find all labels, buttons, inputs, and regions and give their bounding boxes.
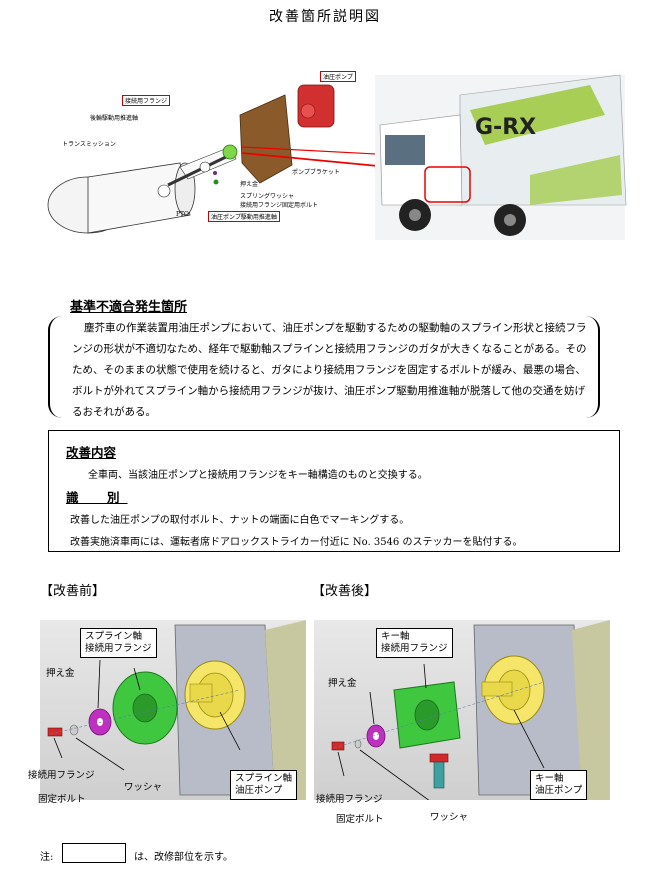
defect-heading: 基準不適合発生箇所 [70,300,188,315]
note-label: 注: [40,852,54,863]
after-illustration [314,620,610,800]
after-flange-callout: キー軸 接続用フランジ [376,628,453,658]
before-bolt-label-2: 固定ボルト [38,794,86,805]
after-bolt-label-2: 固定ボルト [336,814,384,825]
identification-heading: 識 別 [66,490,128,505]
identification-line-1: 改善した油圧ポンプの取付ボルト、ナットの端面に白色でマーキングする。 [70,515,410,526]
improvement-box [48,430,620,552]
label-rear-drive-shaft: 後輪駆動用推進軸 [90,115,139,122]
improvement-body: 全車両、当該油圧ポンプと接続用フランジをキー軸構造のものと交換する。 [88,470,428,481]
after-pump-callout-line-2: 油圧ポンプ [535,785,583,796]
defect-body: 塵芥車の作業装置用油圧ポンプにおいて、油圧ポンプを駆動するための駆動軸のスプライ… [72,318,592,423]
page-title: 改善箇所説明図 [269,9,381,25]
defect-bracket-frame [48,316,600,418]
exploded-diagram: 油圧ポンプ 接続用フランジ 後輪駆動用推進軸 トランスミッション ポンプブラケッ… [30,55,630,240]
after-flange-callout-line-1: キー軸 [381,631,410,642]
after-retainer-label: 押え金 [328,678,357,689]
before-flange-callout: スプライン軸 接続用フランジ [80,628,157,658]
note-text: は、改修部位を示す。 [134,852,233,863]
note-legend-box [62,843,126,863]
before-flange-callout-line-1: スプライン軸 [85,631,143,642]
improvement-heading: 改善内容 [66,445,117,460]
after-washer-label: ワッシャ [430,812,469,823]
after-label: 【改善後】 [312,584,378,599]
label-pto: PTO [176,211,189,218]
defect-body-text: 塵芥車の作業装置用油圧ポンプにおいて、油圧ポンプを駆動するための駆動軸のスプライ… [72,322,587,418]
after-flange-callout-line-2: 接続用フランジ [381,643,448,654]
after-bolt-label-1: 接続用フランジ [316,794,383,805]
after-panel: キー軸 接続用フランジ 押え金 キー軸 油圧ポンプ [314,620,610,800]
before-label: 【改善前】 [40,584,106,599]
after-pump-callout: キー軸 油圧ポンプ [530,770,588,800]
identification-line-2: 改善実施済車両には、運転者席ドアロックストライカー付近に No. 3546 のス… [70,537,523,548]
label-pump-drive-shaft: 油圧ポンプ駆動用推進軸 [208,211,280,222]
before-illustration [40,620,306,800]
truck-logo: G-RX [475,115,537,140]
label-hydraulic-pump: 油圧ポンプ [320,71,356,82]
before-pump-callout-line-1: スプライン軸 [235,773,293,784]
label-flange-bolt: 接続用フランジ固定用ボルト [240,202,319,209]
label-retainer: 押え金 [240,181,259,188]
before-pump-callout-line-2: 油圧ポンプ [235,785,283,796]
label-spring-washer: スプリングワッシャ [240,193,295,200]
label-pump-bracket: ポンプブラケット [292,169,340,176]
before-pump-callout: スプライン軸 油圧ポンプ [230,770,298,800]
before-washer-label: ワッシャ [124,782,163,793]
before-retainer-label: 押え金 [46,668,75,679]
drivetrain-illustration [47,74,627,240]
after-pump-callout-line-1: キー軸 [535,773,564,784]
before-bolt-label-1: 接続用フランジ [28,770,95,781]
before-panel: スプライン軸 接続用フランジ 押え金 スプライン軸 油圧ポンプ [40,620,306,800]
label-transmission: トランスミッション [62,141,116,148]
before-flange-callout-line-2: 接続用フランジ [85,643,152,654]
label-connecting-flange: 接続用フランジ [122,95,171,106]
